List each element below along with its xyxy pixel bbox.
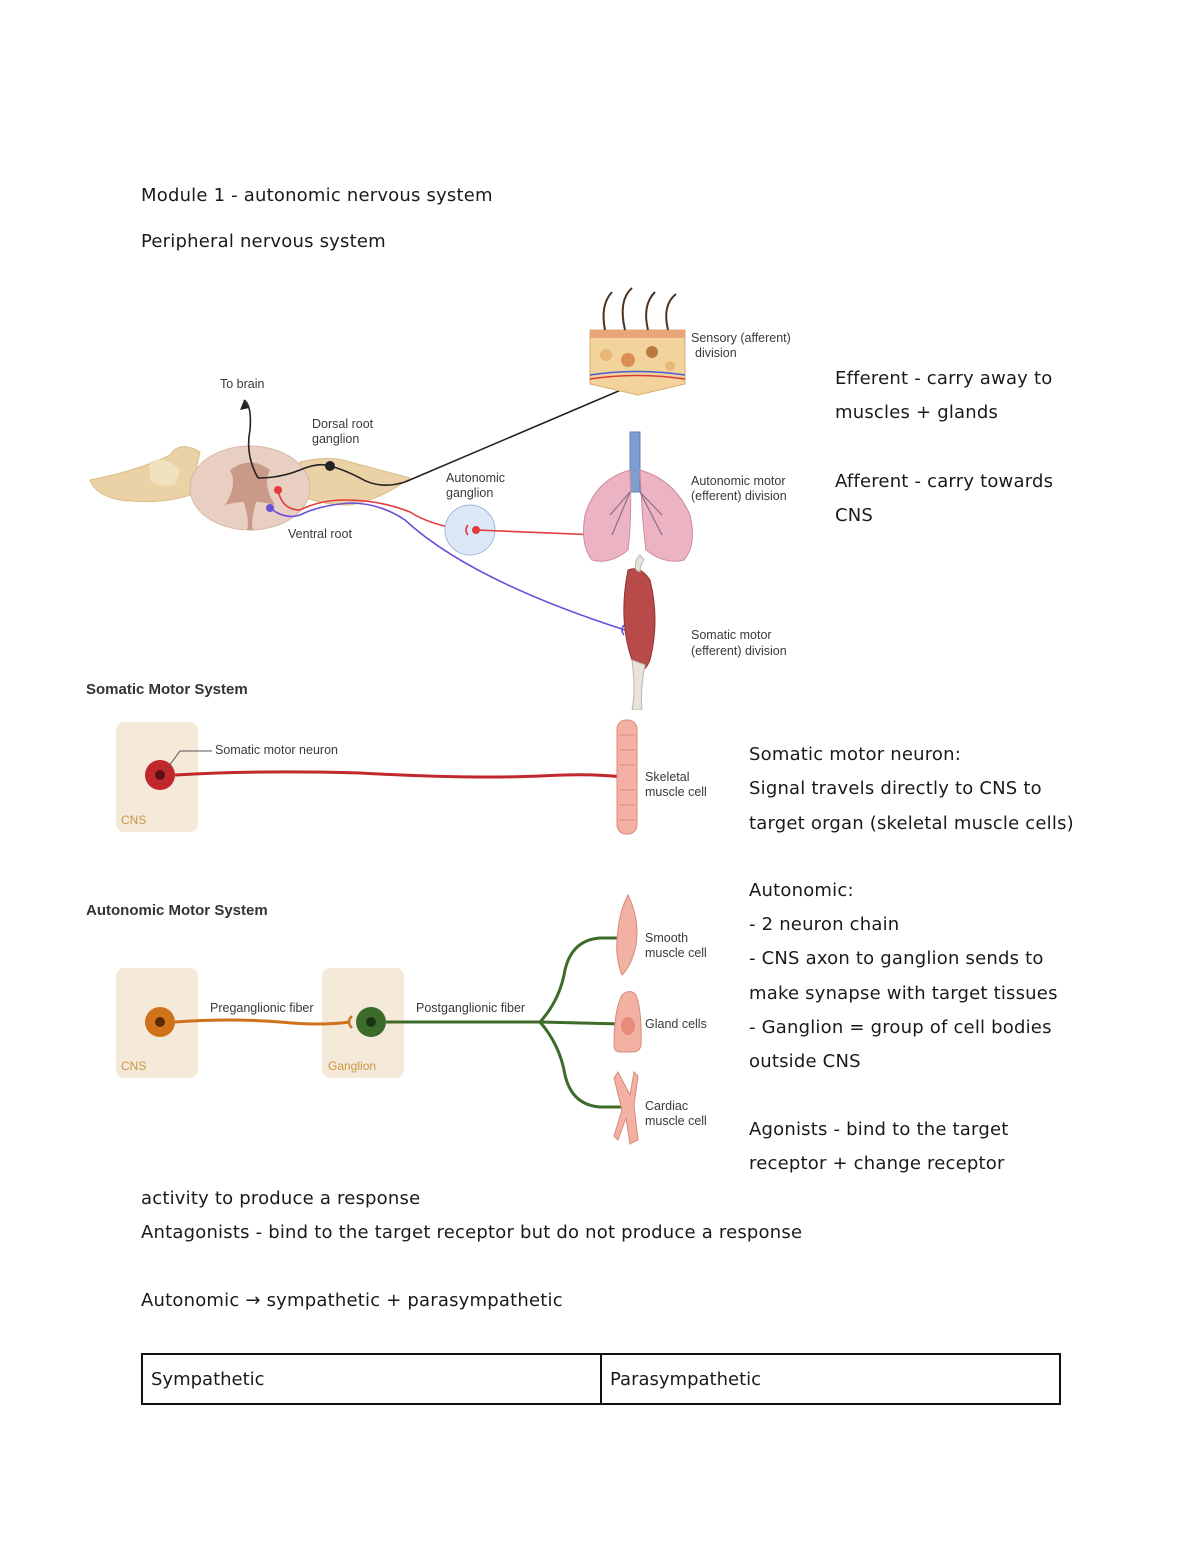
sympathetic-cell: Sympathetic [141, 1353, 602, 1405]
antagonists-note: Antagonists - bind to the target recepto… [141, 1222, 803, 1243]
autonomic-figure-title: Autonomic Motor System [86, 902, 268, 919]
divisions-note: Autonomic → sympathetic + parasympatheti… [141, 1290, 563, 1311]
dorsal-root-label-2: ganglion [312, 432, 359, 446]
postganglionic-branch-cardiac [538, 1021, 622, 1109]
muscle-synapse-mark [621, 624, 625, 636]
postganglionic-branch-gland [539, 1020, 623, 1026]
somatic-axon [174, 770, 623, 779]
agonists-note-2: receptor + change receptor [749, 1153, 1005, 1174]
parasympathetic-cell: Parasympathetic [600, 1353, 1061, 1405]
sympathetic-parasympathetic-table: Sympathetic Parasympathetic [141, 1353, 1061, 1405]
somatic-neuron-pointer [165, 750, 212, 771]
autonomic-note-1: Autonomic: [749, 880, 854, 901]
somatic-motor-neuron-soma [266, 504, 274, 512]
autonomic-ganglion-label-2: ganglion [446, 486, 493, 500]
sensory-division-label-2: division [695, 346, 737, 360]
preganglionic-nucleus [155, 1017, 165, 1027]
somatic-figure-title: Somatic Motor System [86, 681, 248, 698]
cardiac-muscle-label-2: muscle cell [645, 1114, 707, 1128]
dorsal-root-label-1: Dorsal root [312, 417, 374, 431]
efferent-note-1: Efferent - carry away to [835, 368, 1053, 389]
autonomic-note-4: make synapse with target tissues [749, 983, 1058, 1004]
ventral-root-label: Ventral root [288, 527, 352, 541]
dorsal-root-ganglion-dot [325, 461, 335, 471]
section-title: Peripheral nervous system [141, 231, 386, 252]
somatic-note-3: target organ (skeletal muscle cells) [749, 813, 1074, 834]
postganglionic-pathway-red [475, 529, 599, 536]
somatic-motor-diagram: Somatic Motor System CNS Somatic motor n… [86, 681, 707, 835]
skeletal-muscle-label-1: Skeletal [645, 770, 689, 784]
somatic-note-1: Somatic motor neuron: [749, 744, 961, 765]
somatic-division-label-2: (efferent) division [691, 644, 787, 658]
smooth-muscle-label-2: muscle cell [645, 946, 707, 960]
somatic-division-label-1: Somatic motor [691, 628, 772, 642]
autonomic-synapse-mark [465, 524, 469, 536]
autonomic-cns-label: CNS [121, 1059, 146, 1073]
preganglionic-fiber [174, 1018, 351, 1026]
autonomic-note-6: outside CNS [749, 1051, 861, 1072]
preganglionic-label: Preganglionic fiber [210, 1001, 314, 1015]
module-title: Module 1 - autonomic nervous system [141, 185, 493, 206]
pns-diagram: To brain Dorsal root ganglion Autonomic … [89, 287, 791, 710]
to-brain-arrowhead [240, 400, 249, 410]
agonists-note-1: Agonists - bind to the target [749, 1119, 1009, 1140]
sensory-division-label-1: Sensory (afferent) [691, 331, 791, 345]
autonomic-motor-neuron-soma [274, 486, 282, 494]
postganglionic-label: Postganglionic fiber [416, 1001, 525, 1015]
afferent-note-1: Afferent - carry towards [835, 471, 1054, 492]
spinal-cord [89, 445, 412, 531]
autonomic-note-5: - Ganglion = group of cell bodies [749, 1017, 1052, 1038]
autonomic-division-label-1: Autonomic motor [691, 474, 785, 488]
somatic-neuron-nucleus [155, 770, 165, 780]
to-brain-path [243, 399, 259, 479]
gland-nucleus [621, 1017, 635, 1035]
somatic-motor-pathway [269, 502, 626, 631]
skin-illustration [589, 287, 686, 396]
afferent-note-2: CNS [835, 505, 874, 526]
somatic-note-2: Signal travels directly to CNS to [749, 778, 1042, 799]
autonomic-division-label-2: (efferent) division [691, 489, 787, 503]
gland-cells-label: Gland cells [645, 1017, 707, 1031]
table-row: Sympathetic Parasympathetic [141, 1353, 1061, 1405]
lungs-illustration [583, 431, 693, 562]
autonomic-note-3: - CNS axon to ganglion sends to [749, 948, 1044, 969]
efferent-note-2: muscles + glands [835, 402, 999, 423]
postganglionic-nucleus [366, 1017, 376, 1027]
smooth-muscle-cell-illustration [616, 893, 638, 976]
smooth-muscle-label-1: Smooth [645, 931, 688, 945]
cardiac-muscle-label-1: Cardiac [645, 1099, 688, 1113]
autonomic-note-2: - 2 neuron chain [749, 914, 900, 935]
somatic-neuron-label: Somatic motor neuron [215, 743, 338, 757]
skeletal-muscle-label-2: muscle cell [645, 785, 707, 799]
autonomic-ganglion-label-1: Autonomic [446, 471, 505, 485]
autonomic-motor-diagram: Autonomic Motor System CNS Ganglion Preg… [86, 893, 707, 1145]
preganglionic-terminal [347, 1015, 353, 1029]
cardiac-muscle-cell-illustration [613, 1070, 639, 1145]
somatic-cns-label: CNS [121, 813, 146, 827]
postganglionic-branch-smooth [538, 936, 622, 1024]
skeletal-muscle-cell-illustration [616, 719, 638, 835]
autonomic-motor-pathway [277, 489, 466, 531]
ganglion-label: Ganglion [328, 1059, 376, 1073]
skeletal-muscle-illustration [623, 554, 656, 710]
agonists-note-continued: activity to produce a response [141, 1188, 421, 1209]
to-brain-label: To brain [220, 377, 265, 391]
